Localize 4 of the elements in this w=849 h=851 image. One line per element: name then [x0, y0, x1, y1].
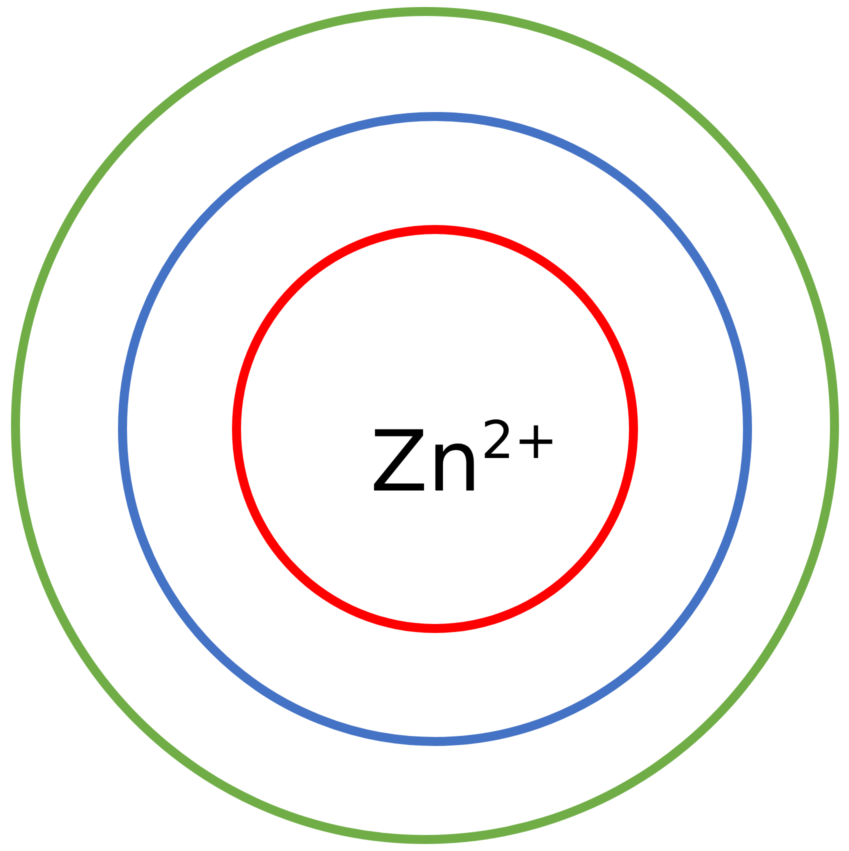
middle-ring: [118, 112, 752, 746]
ion-label: Zn$^{2+}$: [370, 414, 558, 504]
outer-ring: [11, 7, 839, 844]
inner-ring: [232, 225, 638, 633]
